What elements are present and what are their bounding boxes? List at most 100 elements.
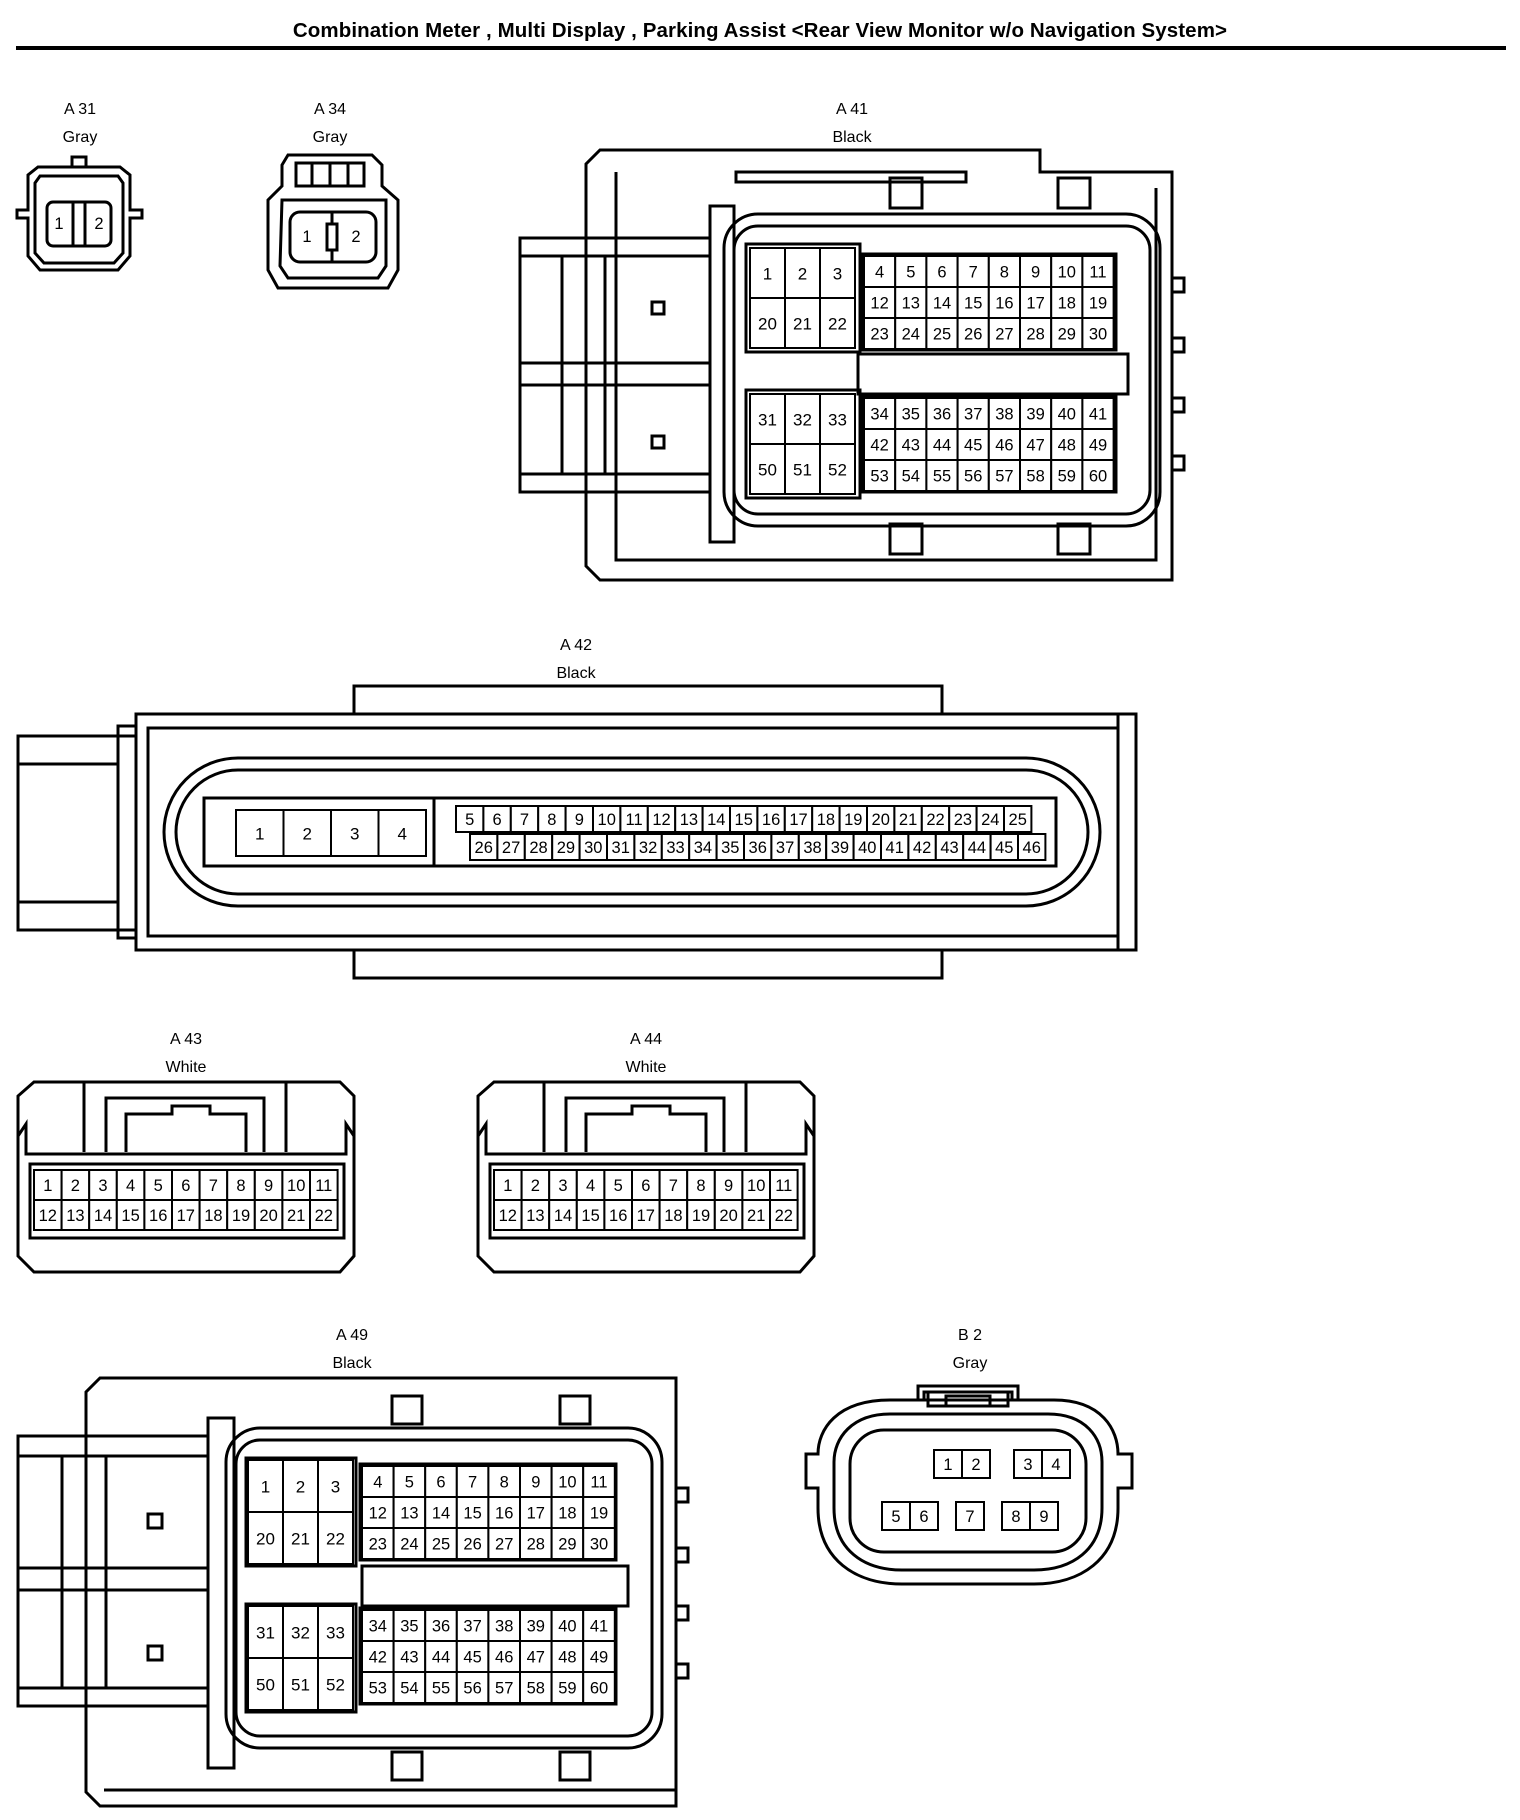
a41-pin-58-cell (1019, 459, 1053, 492)
a49-pin-5: 5 (405, 1474, 414, 1492)
a41-pin-24-cell (894, 317, 928, 350)
a49-pin-13: 13 (400, 1505, 418, 1523)
a41-pin-34-cell (863, 397, 897, 430)
a43-pin-18: 18 (204, 1207, 222, 1225)
a41-pin-52-cell (819, 443, 856, 495)
a49-pin-32: 32 (291, 1624, 310, 1643)
a49-pin-30-cell (582, 1527, 616, 1560)
a42-pin-21: 21 (899, 811, 917, 829)
a44-pin-18-cell (658, 1199, 689, 1231)
a41-pin-33-cell (819, 393, 856, 445)
a49-pin-44: 44 (432, 1649, 450, 1667)
a42-pin-40: 40 (858, 839, 876, 857)
b2-pin-6: 6 (919, 1508, 928, 1526)
b2-pin-7-cell (955, 1501, 985, 1531)
a41-pin-54: 54 (902, 468, 920, 486)
a44-pin-21: 21 (747, 1207, 765, 1225)
a41-pin-24: 24 (902, 326, 920, 344)
a42-pin-1: 1 (255, 825, 264, 844)
a44-pin-4: 4 (586, 1177, 595, 1195)
a43-pin-7: 7 (209, 1177, 218, 1195)
a41-pin-39: 39 (1026, 406, 1044, 424)
a44-pin-7: 7 (669, 1177, 678, 1195)
a43-pin-5: 5 (154, 1177, 163, 1195)
a42-pin-27: 27 (502, 839, 520, 857)
a43-pin-12: 12 (39, 1207, 57, 1225)
a41-pin-30-cell (1081, 317, 1115, 350)
a49-pin-2: 2 (296, 1478, 305, 1497)
a44-pin-21-cell (741, 1199, 772, 1231)
a42-pin-12: 12 (652, 811, 670, 829)
a41-pin-17: 17 (1026, 295, 1044, 313)
a42-pin-45: 45 (995, 839, 1013, 857)
a41-pin-49: 49 (1089, 437, 1107, 455)
a49-pin-57-cell (487, 1671, 521, 1704)
a41-pin-39-cell (1019, 397, 1053, 430)
a41-pin-15: 15 (964, 295, 982, 313)
a44-pin-18: 18 (664, 1207, 682, 1225)
a49-pin-25: 25 (432, 1536, 450, 1554)
a41-pin-29: 29 (1058, 326, 1076, 344)
a42-pin-6-cell (482, 805, 512, 833)
a49-pin-32-cell (282, 1605, 319, 1659)
a44-pin-14: 14 (554, 1207, 572, 1225)
a42-pin-22: 22 (926, 811, 944, 829)
a49-pin-20: 20 (256, 1530, 275, 1549)
a41-pin-55: 55 (933, 468, 951, 486)
a41-pin-17-cell (1019, 286, 1053, 319)
a41-pin-47-cell (1019, 428, 1053, 461)
a43-pin-22-cell (309, 1199, 339, 1231)
a41-pin-44: 44 (933, 437, 951, 455)
a41-pin-14-cell (925, 286, 959, 319)
page-title: Combination Meter , Multi Display , Park… (292, 19, 1228, 42)
a49-pin-39-cell (519, 1609, 553, 1642)
a42-pin-4: 4 (398, 825, 407, 844)
connector-a34: A 34 Gray 1 2 (266, 101, 400, 290)
a44-pin-5: 5 (614, 1177, 623, 1195)
b2-pin-3: 3 (1023, 1456, 1032, 1474)
a42-pin-16: 16 (762, 811, 780, 829)
a43-pin-8: 8 (236, 1177, 245, 1195)
a44-pin-16: 16 (609, 1207, 627, 1225)
a49-pin-24-cell (392, 1527, 427, 1560)
a49-pin-29: 29 (558, 1536, 576, 1554)
a43-pin-5-cell (143, 1169, 173, 1201)
a41-pin-56: 56 (964, 468, 982, 486)
a49-pin-50: 50 (256, 1676, 275, 1695)
a44-pin-17: 17 (637, 1207, 655, 1225)
a41-pin-3-cell (819, 247, 856, 299)
a49-pin-42: 42 (369, 1649, 387, 1667)
a42-pin-38: 38 (803, 839, 821, 857)
a49-pin-43: 43 (400, 1649, 418, 1667)
a41-pin-12-cell (863, 286, 897, 319)
a43-pin-17-cell (171, 1199, 201, 1231)
a43-pin-6: 6 (181, 1177, 190, 1195)
a41-pin-48: 48 (1058, 437, 1076, 455)
a43-pin-14-cell (88, 1199, 118, 1231)
a41-pin-9: 9 (1031, 264, 1040, 282)
a44-pin-1: 1 (503, 1177, 512, 1195)
a41-pin-46: 46 (995, 437, 1013, 455)
a41-pin-21: 21 (793, 315, 812, 334)
a49-pin-51: 51 (291, 1676, 310, 1695)
a41-pin-7: 7 (969, 264, 978, 282)
a43-pin-14: 14 (94, 1207, 112, 1225)
a49-pin-23: 23 (369, 1536, 387, 1554)
a41-pin-37: 37 (964, 406, 982, 424)
a49-pin-17: 17 (527, 1505, 545, 1523)
a43-pin-3: 3 (98, 1177, 107, 1195)
a49-pin-20-cell (247, 1511, 284, 1565)
a43-pin-1: 1 (43, 1177, 52, 1195)
a43-pin-20: 20 (259, 1207, 277, 1225)
a41-pin-5-cell (894, 255, 928, 288)
a41-pin-23: 23 (870, 326, 888, 344)
a49-pin-51-cell (282, 1657, 319, 1711)
a49-pin-46: 46 (495, 1649, 513, 1667)
a44-pin-16-cell (603, 1199, 634, 1231)
connector-a34-name: A 34 (314, 101, 346, 118)
